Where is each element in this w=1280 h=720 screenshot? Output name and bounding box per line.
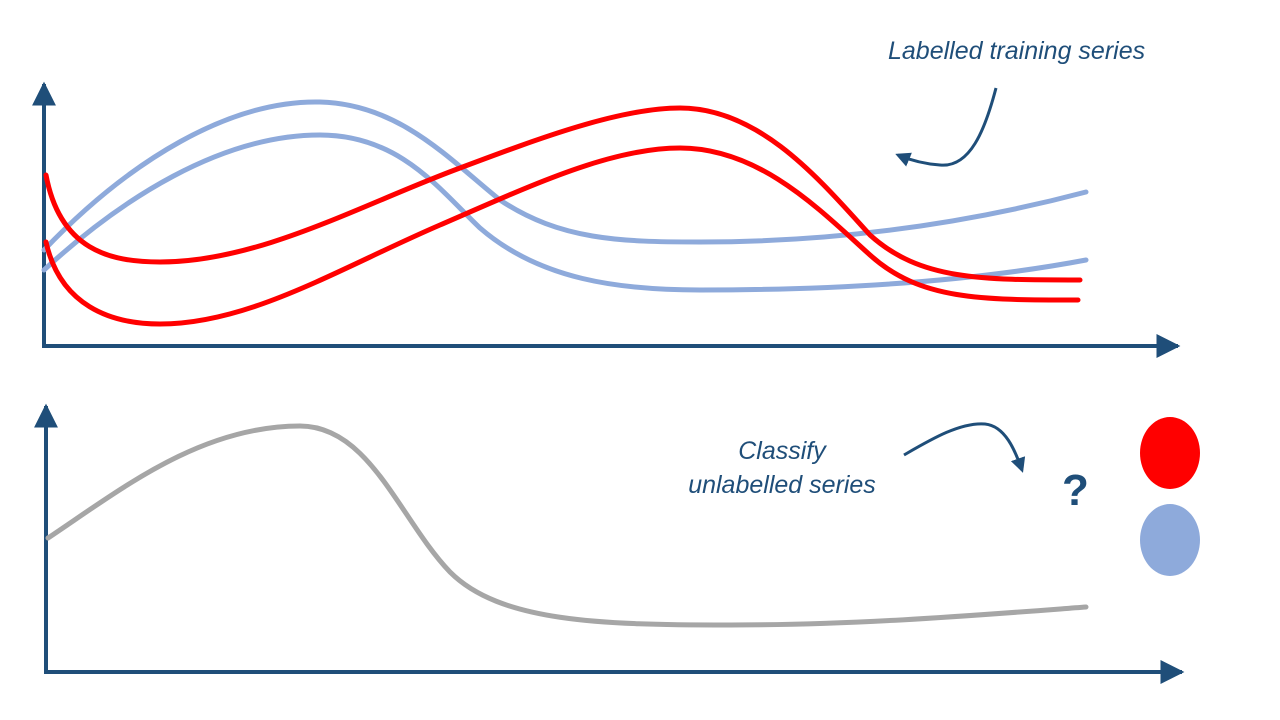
blue-class-circle-icon <box>1140 504 1200 576</box>
training-series-red-2 <box>43 145 1081 327</box>
training-series-blue-2 <box>41 132 1089 293</box>
training-plot <box>32 81 1181 358</box>
red-class-circle-icon <box>1140 417 1200 489</box>
question-mark-icon: ? <box>1062 466 1089 515</box>
unlabelled-plot <box>34 403 1200 684</box>
training-series-label: Labelled training series <box>888 37 1146 65</box>
classify-label-line-2: unlabelled series <box>688 471 876 499</box>
training-annotation-arrow <box>895 87 998 167</box>
training-series-blue-1 <box>41 99 1089 253</box>
classify-label: Classify unlabelled series <box>660 434 904 502</box>
unlabelled-series <box>45 423 1089 628</box>
classify-label-line-1: Classify <box>738 437 826 465</box>
training-series-red-1 <box>43 105 1083 283</box>
classify-annotation-arrow <box>903 422 1026 473</box>
